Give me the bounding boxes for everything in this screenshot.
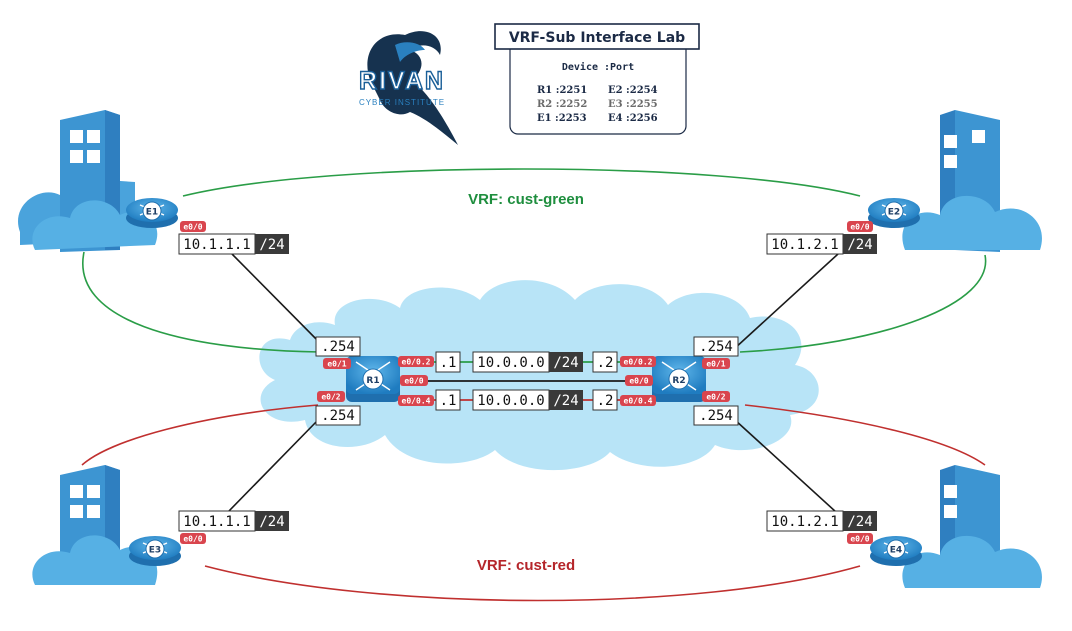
svg-text:.1: .1 <box>440 355 457 371</box>
port-r1-e01: e0/1 <box>323 358 351 369</box>
vrf-red-path <box>81 404 986 602</box>
port-e2: e0/0 <box>847 221 873 232</box>
vrf-red-label: VRF: cust-red <box>477 557 575 574</box>
router-r2[interactable]: R2 <box>652 356 706 402</box>
router-e4[interactable]: E4 <box>870 536 922 566</box>
svg-text:e0/0: e0/0 <box>183 535 202 544</box>
logo-subtitle: CYBER INSTITUTE <box>359 98 445 107</box>
svg-text:e0/0: e0/0 <box>183 223 202 232</box>
port-row-1-right: E2 :2254 <box>608 85 658 96</box>
svg-text:/24: /24 <box>847 237 872 253</box>
port-r1-e004: e0/0.4 <box>398 395 434 406</box>
logo-name: RIVAN <box>359 67 445 95</box>
svg-text:/24: /24 <box>259 514 284 530</box>
router-e3[interactable]: E3 <box>129 536 181 566</box>
svg-text:e0/2: e0/2 <box>706 393 725 402</box>
ip-box-e2: 10.1.2.1 /24 <box>766 233 877 255</box>
svg-text:e0/0: e0/0 <box>404 377 423 386</box>
ip-box-e3: 10.1.1.1 /24 <box>178 510 289 532</box>
port-r2-e02: e0/2 <box>702 391 730 402</box>
port-row-2-left: R2 :2252 <box>537 99 587 110</box>
host-r1-upper: .254 <box>315 336 361 357</box>
router-r1[interactable]: R1 <box>346 356 400 402</box>
svg-text:/24: /24 <box>553 393 578 409</box>
svg-text:10.1.1.1: 10.1.1.1 <box>183 514 250 530</box>
site-e4 <box>902 465 1042 588</box>
port-row-2-right: E3 :2255 <box>608 99 658 110</box>
core-lower-label: .1 10.0.0.0 /24 .2 <box>435 389 618 411</box>
info-panel: VRF-Sub Interface Lab Device :Port R1 :2… <box>494 23 700 135</box>
site-e1 <box>18 110 158 252</box>
router-e4-label: E4 <box>890 546 902 556</box>
rivan-logo: RIVAN CYBER INSTITUTE <box>358 31 458 146</box>
port-e4: e0/0 <box>847 533 873 544</box>
router-e1[interactable]: E1 <box>126 198 178 228</box>
svg-text:e0/0.2: e0/0.2 <box>624 358 653 367</box>
svg-text:10.1.2.1: 10.1.2.1 <box>771 514 838 530</box>
svg-text:.254: .254 <box>321 339 355 355</box>
svg-text:10.1.1.1: 10.1.1.1 <box>183 237 250 253</box>
svg-text:10.1.2.1: 10.1.2.1 <box>771 237 838 253</box>
port-r2-e01: e0/1 <box>702 358 730 369</box>
router-e2[interactable]: E2 <box>868 198 920 228</box>
port-e3: e0/0 <box>180 533 206 544</box>
port-r2-e002: e0/0.2 <box>620 356 656 367</box>
router-e3-label: E3 <box>149 546 161 556</box>
svg-text:.2: .2 <box>597 355 614 371</box>
port-e1: e0/0 <box>180 221 206 232</box>
svg-text:.1: .1 <box>440 393 457 409</box>
port-r1-e02: e0/2 <box>317 391 345 402</box>
svg-text:10.0.0.0: 10.0.0.0 <box>477 355 544 371</box>
port-r1-e002: e0/0.2 <box>398 356 434 367</box>
svg-text:e0/0: e0/0 <box>850 223 869 232</box>
svg-text:e0/1: e0/1 <box>706 360 725 369</box>
svg-text:e0/1: e0/1 <box>327 360 346 369</box>
wan-cloud <box>259 280 819 471</box>
port-row-3-right: E4 :2256 <box>608 113 658 124</box>
router-r2-label: R2 <box>672 376 685 386</box>
port-tags: e0/0 e0/0 e0/0 e0/0 e0/1 e0/2 e0/0.2 e0/… <box>180 221 873 544</box>
site-e3 <box>32 465 158 585</box>
host-r1-lower: .254 <box>315 405 361 426</box>
svg-text:10.0.0.0: 10.0.0.0 <box>477 393 544 409</box>
svg-text:/24: /24 <box>847 514 872 530</box>
port-r1-e00: e0/0 <box>400 375 428 386</box>
ip-box-e4: 10.1.2.1 /24 <box>766 510 877 532</box>
port-r2-e004: e0/0.4 <box>620 395 656 406</box>
svg-text:e0/0.4: e0/0.4 <box>402 397 431 406</box>
port-row-1-left: R1 :2251 <box>537 85 587 96</box>
svg-text:.2: .2 <box>597 393 614 409</box>
core-upper-label: .1 10.0.0.0 /24 .2 <box>435 351 618 373</box>
svg-text:/24: /24 <box>553 355 578 371</box>
svg-text:e0/0: e0/0 <box>850 535 869 544</box>
port-row-3-left: E1 :2253 <box>537 113 587 124</box>
page-title: VRF-Sub Interface Lab <box>509 30 685 46</box>
router-e1-label: E1 <box>146 208 158 218</box>
svg-text:.254: .254 <box>321 408 355 424</box>
svg-text:.254: .254 <box>699 339 733 355</box>
svg-text:e0/2: e0/2 <box>321 393 340 402</box>
access-links <box>227 253 839 513</box>
svg-text:e0/0: e0/0 <box>629 377 648 386</box>
svg-text:e0/0.2: e0/0.2 <box>402 358 431 367</box>
ip-box-e1: 10.1.1.1 /24 <box>178 233 289 255</box>
router-r1-label: R1 <box>366 376 379 386</box>
svg-text:.254: .254 <box>699 408 733 424</box>
svg-text:e0/0.4: e0/0.4 <box>624 397 653 406</box>
host-r2-upper: .254 <box>693 336 739 357</box>
vrf-green-label: VRF: cust-green <box>468 191 584 208</box>
port-r2-e00: e0/0 <box>625 375 653 386</box>
host-r2-lower: .254 <box>693 405 739 426</box>
svg-text:/24: /24 <box>259 237 284 253</box>
router-e2-label: E2 <box>888 208 900 218</box>
vrf-green-path <box>82 168 987 353</box>
port-table-header: Device :Port <box>562 61 634 73</box>
site-e2 <box>902 110 1042 252</box>
